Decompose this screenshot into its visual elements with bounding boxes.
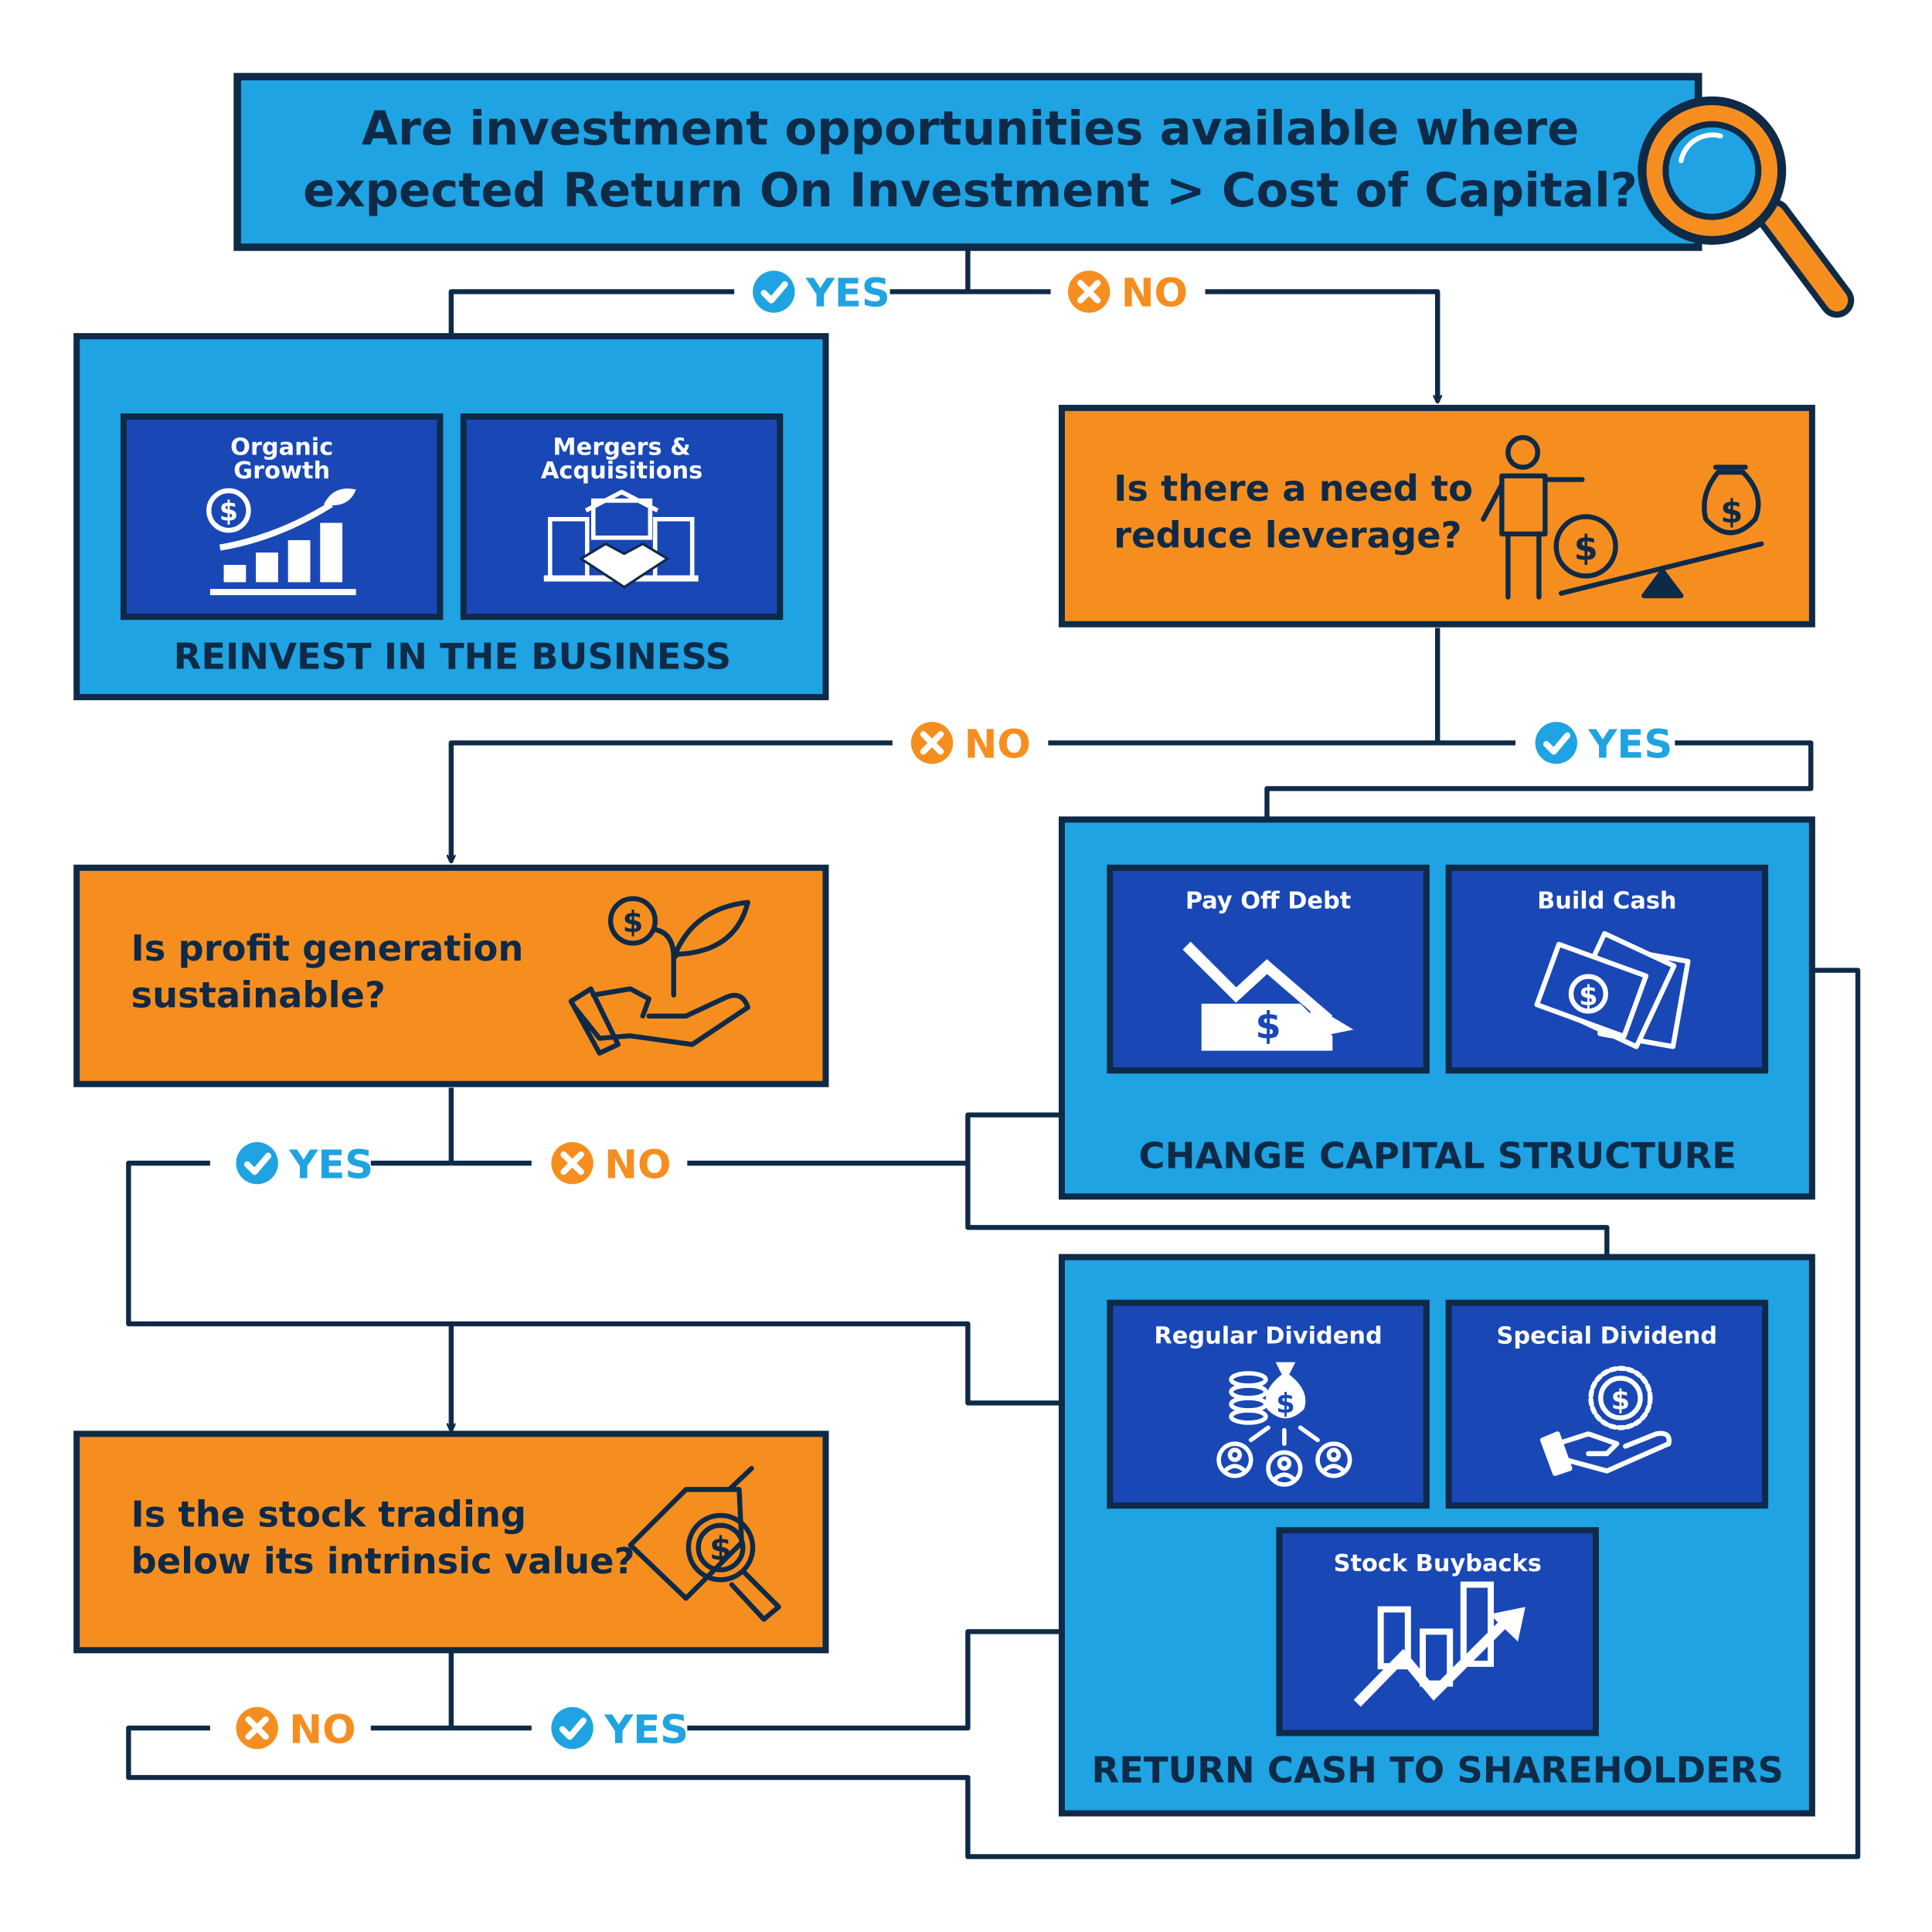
yes-badge-stock: YES bbox=[551, 1706, 689, 1753]
no-badge-leverage: NO bbox=[910, 721, 1031, 767]
x-icon bbox=[920, 731, 944, 755]
organic-growth-label-1: Organic bbox=[230, 434, 333, 461]
money-bag-people-icon: $ bbox=[1216, 1362, 1352, 1487]
yes-label: YES bbox=[805, 270, 890, 317]
x-icon bbox=[1077, 280, 1101, 304]
person-seesaw-icon: $ $ bbox=[1481, 435, 1764, 600]
svg-text:$: $ bbox=[219, 495, 238, 527]
no-badge-top: NO bbox=[1067, 270, 1188, 317]
mergers-acquisitions-label-1: Mergers & bbox=[553, 434, 690, 461]
svg-text:$: $ bbox=[1720, 493, 1743, 531]
no-badge-profit: NO bbox=[551, 1141, 671, 1188]
stock-question-box: Is the stock trading below its intrinsic… bbox=[73, 1430, 829, 1654]
pay-off-debt-label: Pay Off Debt bbox=[1185, 888, 1351, 915]
capital-structure-title: CHANGE CAPITAL STRUCTURE bbox=[1139, 1135, 1736, 1177]
capital-structure-group: Pay Off Debt $ Build Cash $ CHANGE CAPIT… bbox=[1058, 816, 1815, 1200]
svg-text:$: $ bbox=[1574, 528, 1598, 569]
yes-badge-top: YES bbox=[753, 270, 890, 317]
no-label: NO bbox=[604, 1141, 671, 1188]
connector-profit-yes bbox=[126, 1160, 1104, 1403]
svg-text:$: $ bbox=[709, 1530, 732, 1568]
hand-coin-icon: $ bbox=[1539, 1366, 1672, 1476]
build-cash-label: Build Cash bbox=[1537, 888, 1676, 915]
decision-badges: YES NO NO YES YES NO NO YES bbox=[236, 270, 1672, 1753]
x-icon bbox=[560, 1151, 584, 1175]
stock-buybacks-label: Stock Buybacks bbox=[1334, 1550, 1542, 1577]
return-cash-group: Regular Dividend $ Special Dividend $ St… bbox=[1058, 1253, 1815, 1817]
handshake-buildings-icon bbox=[543, 489, 699, 589]
profit-question-line1: Is profit generation bbox=[131, 927, 524, 969]
svg-text:$: $ bbox=[1276, 1388, 1294, 1420]
leverage-question-line2: reduce leverage? bbox=[1114, 515, 1461, 556]
organic-growth-card bbox=[120, 413, 444, 621]
growth-chart-icon: $ bbox=[206, 488, 356, 596]
top-question-line1: Are investment opportunities available w… bbox=[362, 102, 1580, 156]
no-label: NO bbox=[289, 1706, 355, 1753]
yes-label: YES bbox=[1587, 721, 1672, 767]
no-label: NO bbox=[1121, 270, 1188, 317]
svg-text:$: $ bbox=[623, 905, 644, 940]
svg-text:$: $ bbox=[1255, 1005, 1281, 1048]
check-icon bbox=[1543, 732, 1571, 755]
return-cash-title: RETURN CASH TO SHAREHOLDERS bbox=[1092, 1749, 1784, 1791]
no-badge-stock: NO bbox=[236, 1706, 356, 1753]
special-dividend-label: Special Dividend bbox=[1496, 1323, 1717, 1350]
check-icon bbox=[760, 281, 788, 304]
check-icon bbox=[559, 1717, 587, 1740]
debt-down-arrow-icon: $ bbox=[1182, 941, 1354, 1051]
bar-chart-arrow-icon bbox=[1353, 1581, 1526, 1707]
connector-top-no bbox=[968, 289, 1437, 401]
reinvest-title: REINVEST IN THE BUSINESS bbox=[174, 635, 732, 677]
hand-plant-coin-icon: $ bbox=[568, 896, 750, 1056]
svg-text:$: $ bbox=[1611, 1384, 1630, 1416]
magnifying-glass-icon bbox=[1638, 96, 1855, 318]
organic-growth-label-2: Growth bbox=[233, 457, 330, 485]
connector-leverage-no bbox=[451, 740, 1438, 862]
regular-dividend-label: Regular Dividend bbox=[1154, 1323, 1382, 1350]
yes-label: YES bbox=[288, 1141, 373, 1188]
x-icon bbox=[245, 1716, 269, 1740]
check-icon bbox=[243, 1152, 272, 1175]
svg-text:$: $ bbox=[1579, 980, 1597, 1012]
no-label: NO bbox=[964, 721, 1031, 767]
leverage-question-line1: Is there a need to bbox=[1114, 468, 1473, 509]
profit-question-box: Is profit generation sustainable? $ bbox=[73, 864, 829, 1087]
reinvest-group: Organic Growth $ Mergers & Acquisitions … bbox=[73, 333, 829, 701]
yes-badge-profit: YES bbox=[236, 1141, 373, 1188]
leverage-question-box: Is there a need to reduce leverage? $ $ bbox=[1058, 404, 1815, 628]
profit-question-line2: sustainable? bbox=[131, 975, 386, 1016]
mergers-acquisitions-label-2: Acquisitions bbox=[541, 457, 702, 485]
connector-stock-no bbox=[126, 971, 1861, 1859]
price-tag-search-icon: $ bbox=[628, 1465, 781, 1622]
top-question-line2: expected Return On Investment > Cost of … bbox=[303, 164, 1638, 218]
stock-question-line1: Is the stock trading bbox=[131, 1493, 527, 1535]
yes-badge-leverage: YES bbox=[1535, 721, 1672, 767]
top-question-box: Are investment opportunities available w… bbox=[233, 73, 1855, 318]
cash-stack-icon: $ bbox=[1534, 930, 1691, 1049]
connector-leverage-yes bbox=[1267, 740, 1814, 862]
yes-label: YES bbox=[604, 1706, 689, 1753]
stock-question-line2: below its intrinsic value? bbox=[131, 1540, 635, 1582]
